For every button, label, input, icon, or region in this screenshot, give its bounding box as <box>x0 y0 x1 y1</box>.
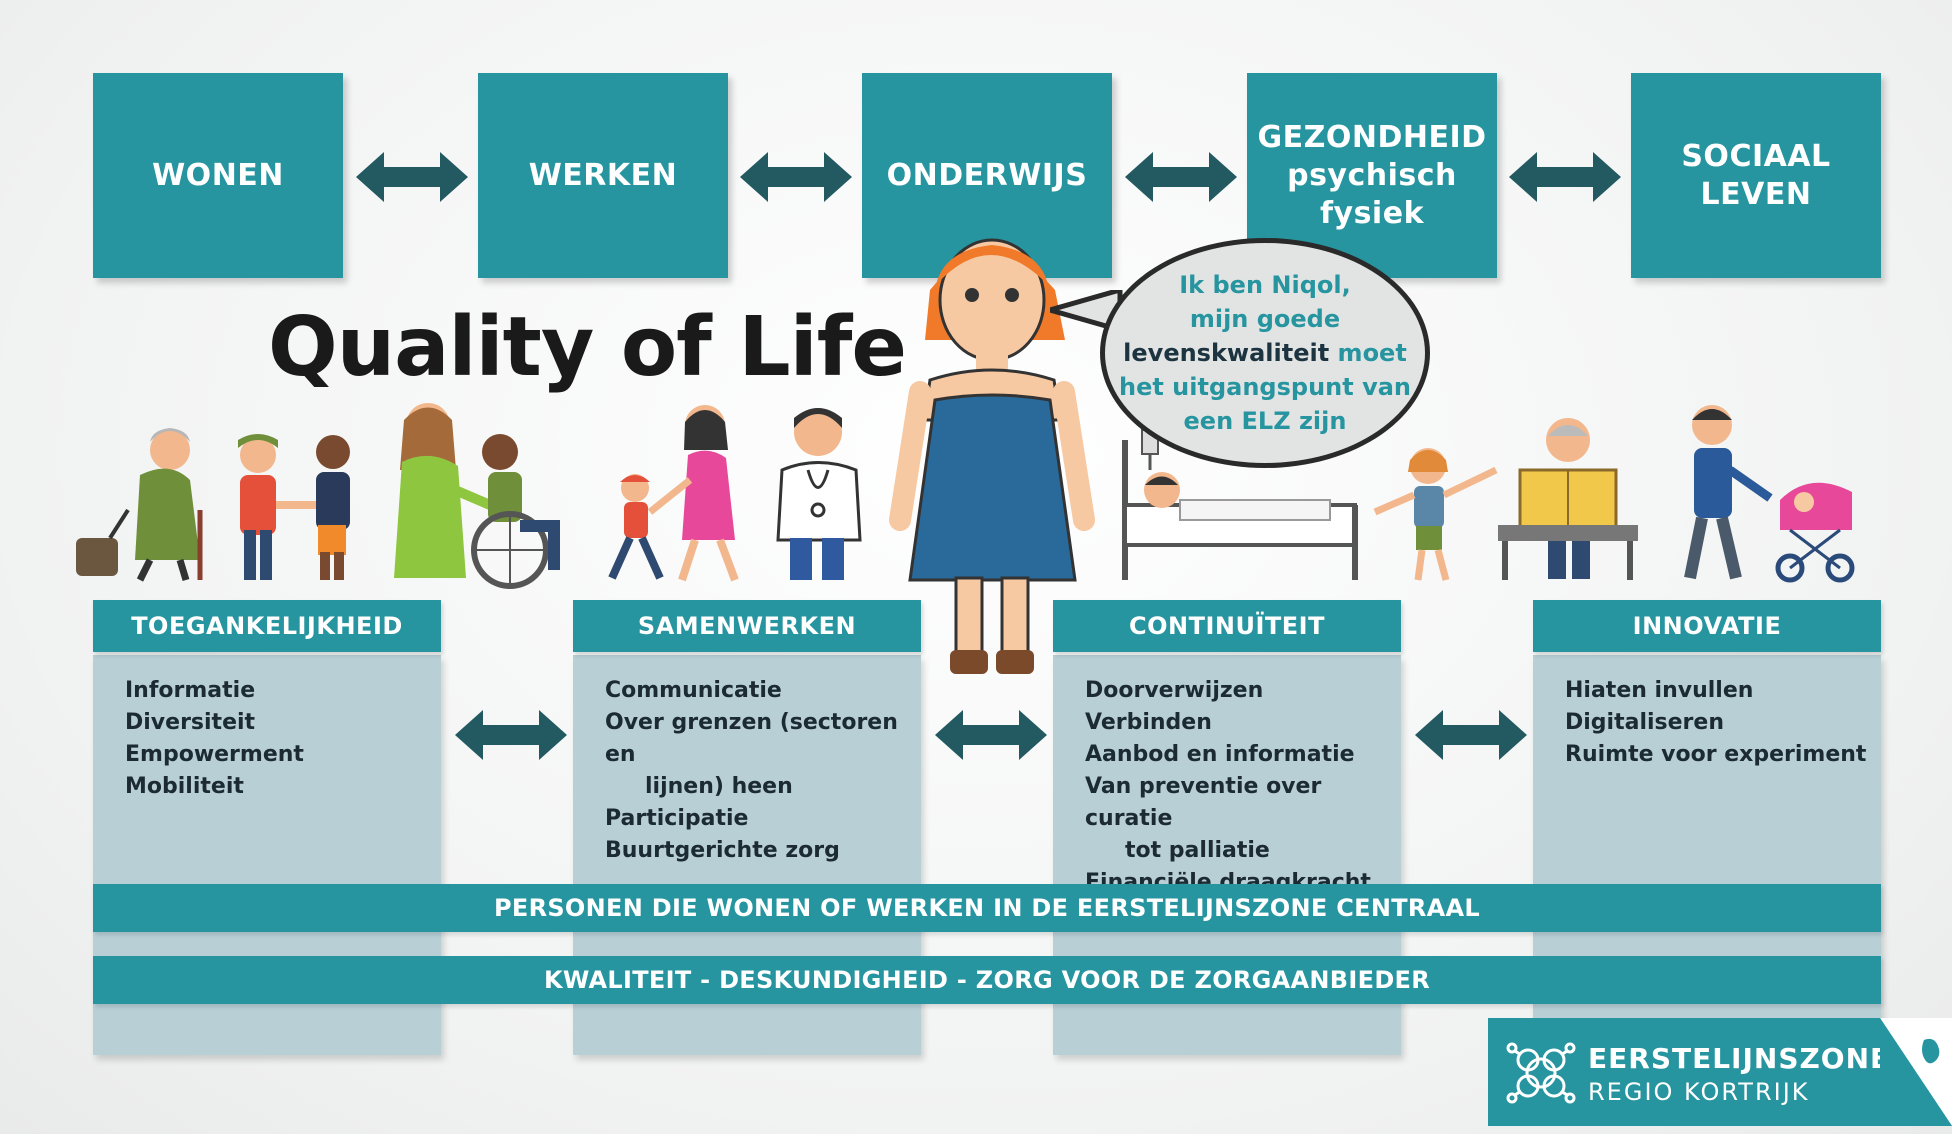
band-personen-centraal: PERSONEN DIE WONEN OF WERKEN IN DE EERST… <box>93 884 1881 932</box>
list-innovatie: Hiaten invullen Digitaliseren Ruimte voo… <box>1565 675 1885 771</box>
list-toegankelijkheid: Informatie Diversiteit Empowerment Mobil… <box>125 675 445 803</box>
logo-line-1: EERSTELIJNSZONE <box>1588 1042 1891 1075</box>
double-arrow-icon <box>455 710 567 760</box>
man-with-stroller-icon <box>1684 405 1855 583</box>
flemish-lion-icon <box>1880 1018 1952 1126</box>
list-item: Empowerment <box>125 742 304 767</box>
woman-with-wheelchair-icon <box>394 403 560 589</box>
column-header-samenwerken: SAMENWERKEN <box>573 600 921 652</box>
band-kwaliteit: KWALITEIT - DESKUNDIGHEID - ZORG VOOR DE… <box>93 956 1881 1004</box>
column-header-continuiteit: CONTINUÏTEIT <box>1053 600 1401 652</box>
list-item: Informatie <box>125 678 256 703</box>
list-item: Digitaliseren <box>1565 710 1724 735</box>
column-header-innovatie: INNOVATIE <box>1533 600 1881 652</box>
double-arrow-icon <box>1415 710 1527 760</box>
bubble-line: mijn goede <box>1189 305 1341 333</box>
double-arrow-icon <box>1125 152 1237 202</box>
column-header-toegankelijkheid: TOEGANKELIJKHEID <box>93 600 441 652</box>
double-arrow-icon <box>935 710 1047 760</box>
doctor-icon <box>776 408 862 580</box>
elderly-woman-icon <box>76 428 203 582</box>
double-arrow-icon <box>740 152 852 202</box>
niqol-character-icon <box>889 238 1095 674</box>
domain-werken: WERKEN <box>478 73 728 278</box>
patient-in-bed-icon <box>1122 425 1358 580</box>
list-item: Aanbod en informatie <box>1085 742 1355 767</box>
speech-bubble: Ik ben Niqol, mijn goede levenskwaliteit… <box>1100 238 1430 468</box>
list-item: Diversiteit <box>125 710 256 735</box>
man-reading-newspaper-icon <box>1498 418 1638 580</box>
list-item: lijnen) heen <box>645 774 793 799</box>
bubble-line: een ELZ zijn <box>1183 407 1347 435</box>
logo-line-2: REGIO KORTRIJK <box>1588 1078 1810 1106</box>
bubble-line: Ik ben Niqol, <box>1179 271 1351 299</box>
bubble-emphasis: levenskwaliteit <box>1123 339 1330 367</box>
bubble-line-rest: moet <box>1329 339 1407 367</box>
logo-eerstelijnszone: EERSTELIJNSZONE REGIO KORTRIJK <box>1488 1018 1952 1126</box>
page-title: Quality of Life <box>268 300 907 395</box>
list-item: Buurtgerichte zorg <box>605 838 840 863</box>
list-item: Mobiliteit <box>125 774 244 799</box>
list-item: Over grenzen (sectoren en <box>605 710 898 767</box>
double-arrow-icon <box>1509 152 1621 202</box>
list-item: Doorverwijzen <box>1085 678 1264 703</box>
domain-sociaal-leven: SOCIAAL LEVEN <box>1631 73 1881 278</box>
list-item: Hiaten invullen <box>1565 678 1754 703</box>
child-icon <box>1373 448 1498 581</box>
list-continuiteit: Doorverwijzen Verbinden Aanbod en inform… <box>1085 675 1405 899</box>
list-item: Van preventie over curatie <box>1085 774 1322 831</box>
bubble-line: levenskwaliteit moet <box>1119 336 1411 370</box>
domain-wonen: WONEN <box>93 73 343 278</box>
men-shaking-hands-icon <box>238 434 350 580</box>
list-item: Verbinden <box>1085 710 1212 735</box>
list-item: Ruimte voor experiment <box>1565 742 1867 767</box>
list-item: Participatie <box>605 806 749 831</box>
list-item: Communicatie <box>605 678 782 703</box>
list-samenwerken: Communicatie Over grenzen (sectoren en l… <box>605 675 925 867</box>
list-item: tot palliatie <box>1125 838 1270 863</box>
network-logo-icon <box>1506 1042 1576 1104</box>
double-arrow-icon <box>356 152 468 202</box>
bubble-line: het uitgangspunt van <box>1118 373 1411 401</box>
mother-with-child-icon <box>608 405 739 582</box>
